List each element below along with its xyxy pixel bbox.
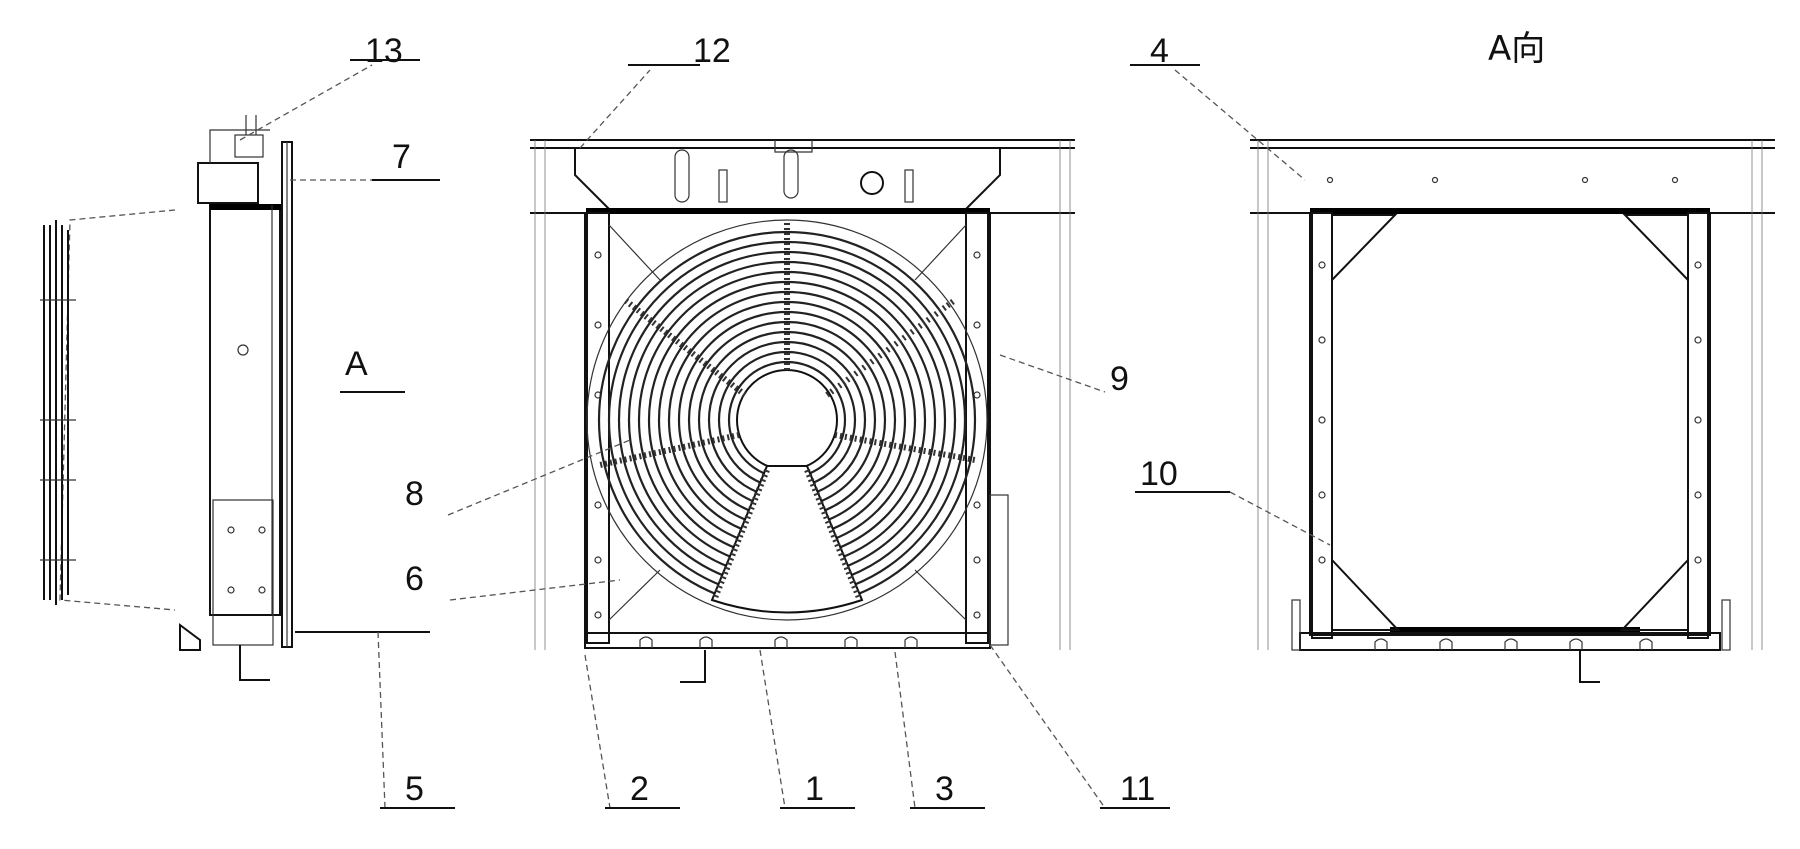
leader-8 (447, 439, 631, 516)
leader-2 (584, 654, 611, 809)
callout-1: 1 (805, 770, 824, 808)
leader-11 (989, 644, 1106, 809)
callout-5: 5 (405, 770, 424, 808)
callout-9: 9 (1110, 360, 1129, 398)
view-a-side-plate-right (1687, 212, 1709, 639)
leader-9 (999, 354, 1106, 393)
leader-6 (449, 579, 621, 601)
leader-12 (579, 69, 651, 149)
leader-1 (759, 649, 786, 809)
leader-5 (377, 631, 386, 809)
side-view-top-fitting (197, 162, 259, 204)
side-view-bracket (212, 499, 274, 646)
callout-6: 6 (405, 560, 424, 598)
callout-3: 3 (935, 770, 954, 808)
callout-13: 13 (365, 32, 403, 70)
view-a-title: A向 (1488, 29, 1545, 69)
side-view-guard-ribs (40, 220, 76, 605)
front-view-top-tank (574, 148, 1001, 211)
leader-3 (894, 651, 916, 809)
front-view-side-plate-right (965, 212, 989, 644)
leader-13 (239, 64, 373, 141)
view-a (1130, 64, 1775, 683)
callout-4: 4 (1150, 32, 1169, 70)
front-view (447, 64, 1170, 809)
front-view-fan-guard (597, 222, 977, 614)
view-a-arrow-label: A (345, 345, 368, 383)
callout-7: 7 (392, 138, 411, 176)
front-view-shroud (586, 219, 988, 621)
callout-11: 11 (1120, 770, 1155, 808)
front-view-bottom-tank (584, 632, 991, 649)
front-view-filler-neck (783, 149, 799, 199)
side-view (40, 59, 455, 809)
side-view-guard-outline (59, 209, 176, 611)
front-view-side-plate-left (586, 212, 610, 644)
front-view-guard-cutout (710, 465, 864, 614)
leader-10 (1229, 491, 1331, 546)
callout-8: 8 (405, 475, 424, 513)
leader-4 (1174, 69, 1306, 181)
side-view-bolt-icon (237, 344, 249, 356)
side-view-core (209, 204, 281, 616)
callout-12: 12 (693, 32, 731, 70)
view-a-core (1309, 212, 1711, 636)
callout-10: 10 (1140, 455, 1178, 493)
front-view-sight-glass-icon (860, 171, 884, 195)
front-view-hub (736, 369, 838, 471)
callout-2: 2 (630, 770, 649, 808)
view-a-side-plate-left (1311, 212, 1333, 639)
